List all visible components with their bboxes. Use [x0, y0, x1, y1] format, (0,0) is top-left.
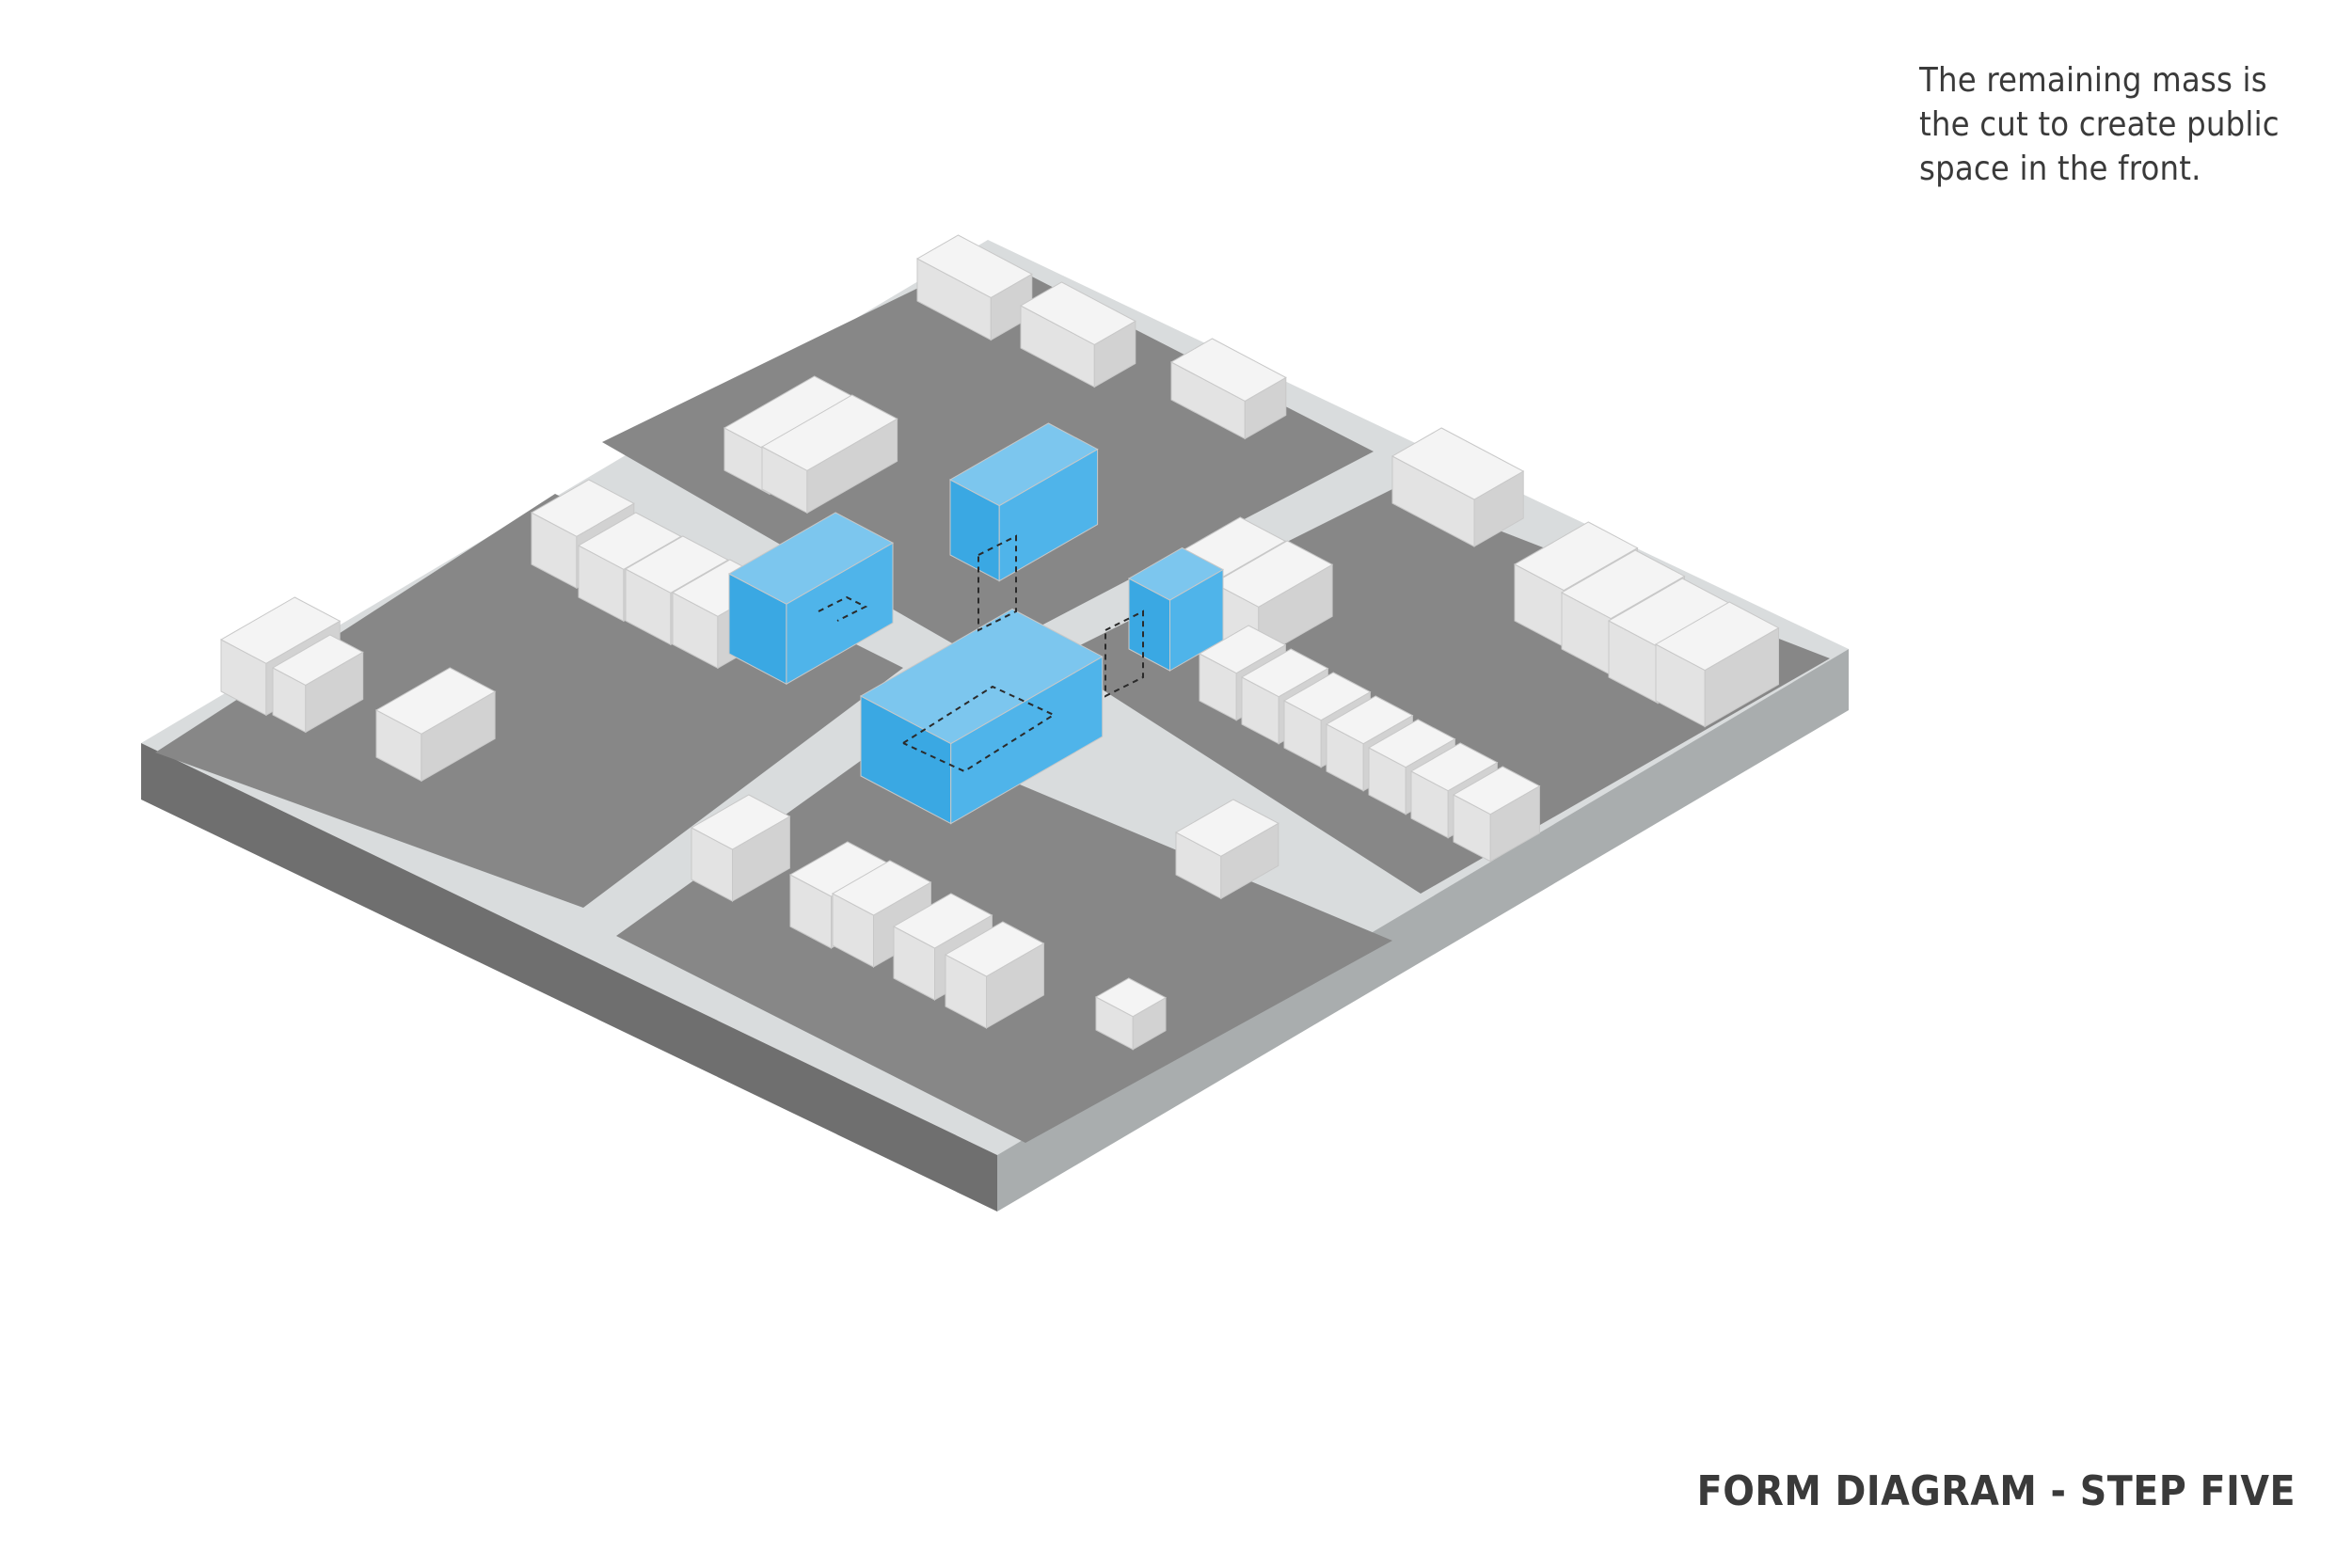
- mass-east: [1127, 546, 1225, 672]
- mass-south-top-face: [859, 608, 1104, 745]
- house-e10-top-face: [1282, 672, 1372, 721]
- house-e14: [1452, 766, 1541, 863]
- house-s1-top-face: [690, 794, 791, 850]
- cut-outlines: [818, 534, 1144, 773]
- house-e11-top-face: [1325, 695, 1414, 745]
- house-w6: [271, 634, 364, 734]
- house-n1: [915, 234, 1033, 341]
- house-s3-top-face: [831, 860, 932, 916]
- house-e7-top-face: [1654, 601, 1780, 672]
- house-w7-top-face: [374, 667, 497, 735]
- house-e1: [1391, 427, 1525, 547]
- cut-outline-east: [1104, 610, 1144, 698]
- house-s4-top-face: [892, 893, 993, 949]
- house-s6-top-face: [1174, 799, 1279, 857]
- site-base-right-side: [997, 649, 1849, 1212]
- mass-west-top-face: [727, 512, 895, 605]
- house-n3-top-face: [1169, 338, 1287, 402]
- house-n1-top-face: [915, 234, 1033, 298]
- house-s6: [1174, 799, 1279, 900]
- house-n5: [760, 394, 898, 515]
- house-e9-top-face: [1240, 648, 1329, 698]
- house-w5-top-face: [219, 596, 342, 664]
- house-n5-top-face: [760, 394, 898, 471]
- house-w6-top-face: [271, 634, 364, 686]
- house-n2-top-face: [1019, 281, 1136, 345]
- page-title: FORM DIAGRAM - STEP FIVE: [1696, 1467, 2296, 1515]
- house-n2: [1019, 281, 1136, 388]
- house-e12-top-face: [1367, 719, 1456, 768]
- mass-east-top-face: [1127, 546, 1225, 601]
- mass-north: [948, 422, 1099, 582]
- house-s1: [690, 794, 791, 902]
- house-e3-top-face: [1212, 540, 1334, 608]
- house-e4-top-face: [1513, 521, 1639, 592]
- mass-west: [727, 512, 895, 686]
- house-w2-top-face: [577, 512, 682, 570]
- house-w1-top-face: [530, 479, 635, 537]
- mass-north-top-face: [948, 422, 1099, 507]
- house-s7: [1094, 977, 1168, 1051]
- mass-south: [859, 608, 1104, 825]
- caption: The remaining mass is the cut to create …: [1919, 61, 2280, 188]
- site-base-left-side: [141, 743, 997, 1212]
- house-s5: [944, 921, 1045, 1029]
- house-w7: [374, 667, 497, 783]
- house-w3-top-face: [624, 535, 729, 594]
- house-e8-top-face: [1198, 625, 1287, 674]
- house-e5-top-face: [1560, 549, 1686, 620]
- house-e1-top-face: [1391, 427, 1525, 500]
- house-e14-top-face: [1452, 766, 1541, 816]
- house-s7-top-face: [1094, 977, 1168, 1018]
- house-s5-top-face: [944, 921, 1045, 977]
- blue-masses: [727, 422, 1225, 825]
- house-e13-top-face: [1409, 742, 1499, 792]
- house-n3: [1169, 338, 1287, 440]
- block-north: [602, 254, 1374, 658]
- house-e7: [1654, 601, 1780, 728]
- cut-outline-west: [818, 595, 868, 622]
- cut-outline-south: [902, 685, 1057, 773]
- cut-outline-north: [977, 534, 1017, 632]
